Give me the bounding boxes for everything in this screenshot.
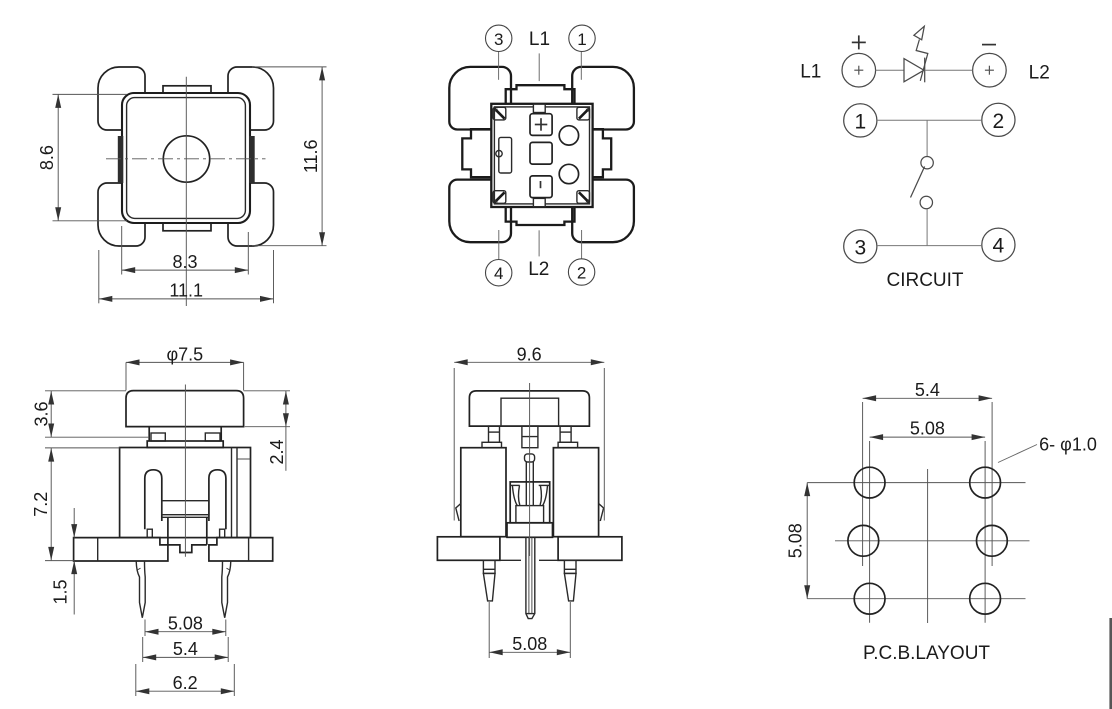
svg-text:6- φ1.0: 6- φ1.0	[1039, 434, 1097, 454]
svg-text:4: 4	[993, 235, 1005, 258]
svg-text:1: 1	[577, 30, 586, 49]
svg-text:8.6: 8.6	[37, 145, 57, 170]
svg-text:5.4: 5.4	[173, 639, 198, 659]
svg-text:L2: L2	[1029, 63, 1050, 84]
svg-text:11.1: 11.1	[169, 281, 203, 301]
svg-text:7.2: 7.2	[31, 492, 51, 517]
svg-text:3.6: 3.6	[31, 401, 51, 426]
svg-text:9.6: 9.6	[517, 344, 542, 364]
svg-text:4: 4	[494, 264, 503, 283]
svg-text:P.C.B.LAYOUT: P.C.B.LAYOUT	[863, 643, 990, 664]
svg-text:5.4: 5.4	[915, 380, 940, 400]
svg-text:CIRCUIT: CIRCUIT	[886, 270, 963, 291]
svg-text:1.5: 1.5	[50, 579, 70, 604]
svg-text:3: 3	[854, 236, 866, 259]
svg-text:5.08: 5.08	[512, 634, 547, 654]
svg-text:φ7.5: φ7.5	[166, 344, 203, 364]
svg-text:5.08: 5.08	[168, 614, 203, 634]
svg-text:L1: L1	[529, 29, 550, 50]
svg-text:8.3: 8.3	[172, 252, 197, 272]
svg-text:5.08: 5.08	[785, 523, 805, 558]
svg-text:L2: L2	[528, 259, 549, 280]
svg-text:L1: L1	[800, 62, 821, 83]
svg-text:2: 2	[577, 263, 586, 282]
svg-text:1: 1	[854, 110, 866, 133]
svg-text:2.4: 2.4	[267, 439, 287, 464]
svg-text:2: 2	[993, 110, 1005, 133]
svg-text:6.2: 6.2	[173, 673, 198, 693]
svg-text:3: 3	[494, 30, 503, 49]
svg-text:11.6: 11.6	[301, 139, 321, 173]
svg-text:5.08: 5.08	[910, 418, 945, 438]
